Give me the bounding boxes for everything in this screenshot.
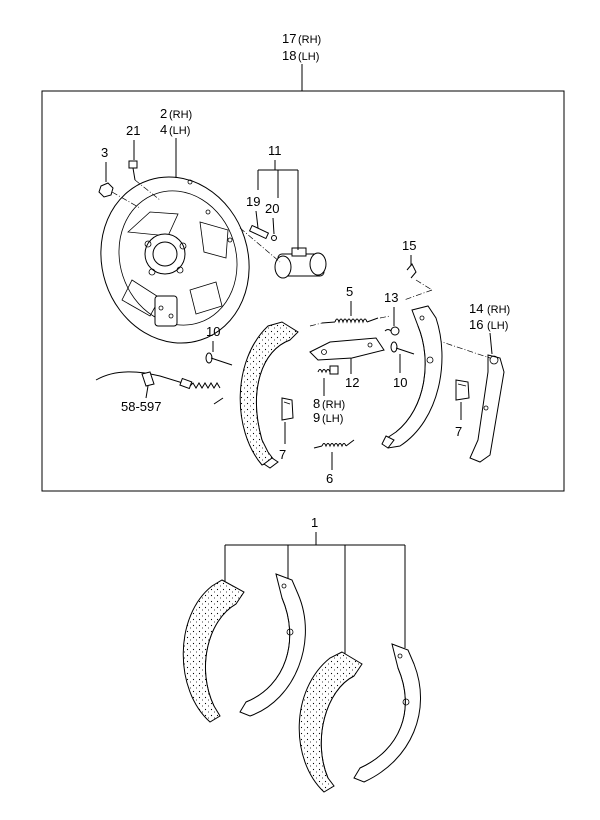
callout-8-suffix: (RH): [322, 399, 345, 411]
callout-7-right: 7: [455, 424, 462, 439]
callout-11: 11: [268, 143, 282, 158]
hold-down-clip-7-right: [455, 379, 470, 401]
spring-8-9: [317, 365, 339, 375]
assembly-frame: [41, 90, 565, 492]
callout-5: 5: [346, 284, 353, 299]
adjuster-13: [384, 326, 400, 336]
hold-down-clip-7-left: [281, 397, 294, 421]
leader-14: [489, 332, 493, 355]
callout-17-suffix: (RH): [298, 34, 321, 46]
cap-20: [271, 235, 277, 241]
parking-cable: [95, 371, 224, 405]
spring-5: [309, 315, 391, 327]
callout-7-left: 7: [279, 447, 286, 462]
callout-1: 1: [311, 515, 318, 530]
callout-19: 19: [246, 194, 260, 209]
callout-21: 21: [126, 123, 140, 138]
leader-58-597: [145, 385, 149, 399]
kit-brake-shoe-1: [182, 579, 245, 723]
callout-18-suffix: (LH): [298, 51, 319, 63]
callout-9-suffix: (LH): [322, 413, 343, 425]
backing-plate: [100, 176, 250, 344]
kit-brake-shoe-3: [298, 651, 363, 793]
callout-10-left: 10: [206, 324, 220, 339]
callout-14: 14: [469, 301, 483, 316]
callout-14-suffix: (RH): [487, 304, 510, 316]
brake-shoe-right: [381, 305, 443, 449]
nut-3: [98, 182, 141, 209]
bolt-21: [128, 160, 161, 201]
leader-20: [272, 217, 275, 235]
callout-6: 6: [326, 471, 333, 486]
assembly-label-17-18: 17 (RH) 18 (LH): [282, 31, 321, 91]
callout-13: 13: [384, 290, 398, 305]
parking-lever: [435, 339, 505, 463]
callout-16: 16: [469, 317, 483, 332]
leader-19: [255, 210, 259, 229]
callout-3: 3: [101, 145, 108, 160]
callout-20: 20: [265, 201, 279, 216]
callout-8: 8: [313, 396, 320, 411]
callout-58-597: 58-597: [121, 399, 161, 414]
brake-shoe-left: [239, 321, 299, 469]
callout-2-suffix: (RH): [169, 109, 192, 121]
kit-brake-shoe-2: [239, 573, 306, 717]
adjuster-strut-12: [309, 337, 385, 361]
callout-2: 2: [160, 106, 167, 121]
callout-12: 12: [345, 375, 359, 390]
bleeder-screw-19: [248, 224, 270, 240]
callout-10-right: 10: [393, 375, 407, 390]
clip-15: [403, 263, 433, 301]
callout-4: 4: [160, 122, 167, 137]
kit-brake-shoe-4: [353, 643, 422, 783]
callout-17: 17: [282, 31, 296, 46]
callout-4-suffix: (LH): [169, 125, 190, 137]
callout-18: 18: [282, 48, 296, 63]
wheel-cylinder: [239, 227, 327, 279]
spring-6: [313, 439, 355, 449]
hold-down-pin-left: [205, 352, 233, 366]
callout-9: 9: [313, 410, 320, 425]
hold-down-pin-right: [390, 341, 415, 355]
callout-15: 15: [402, 238, 416, 253]
callout-16-suffix: (LH): [487, 320, 508, 332]
